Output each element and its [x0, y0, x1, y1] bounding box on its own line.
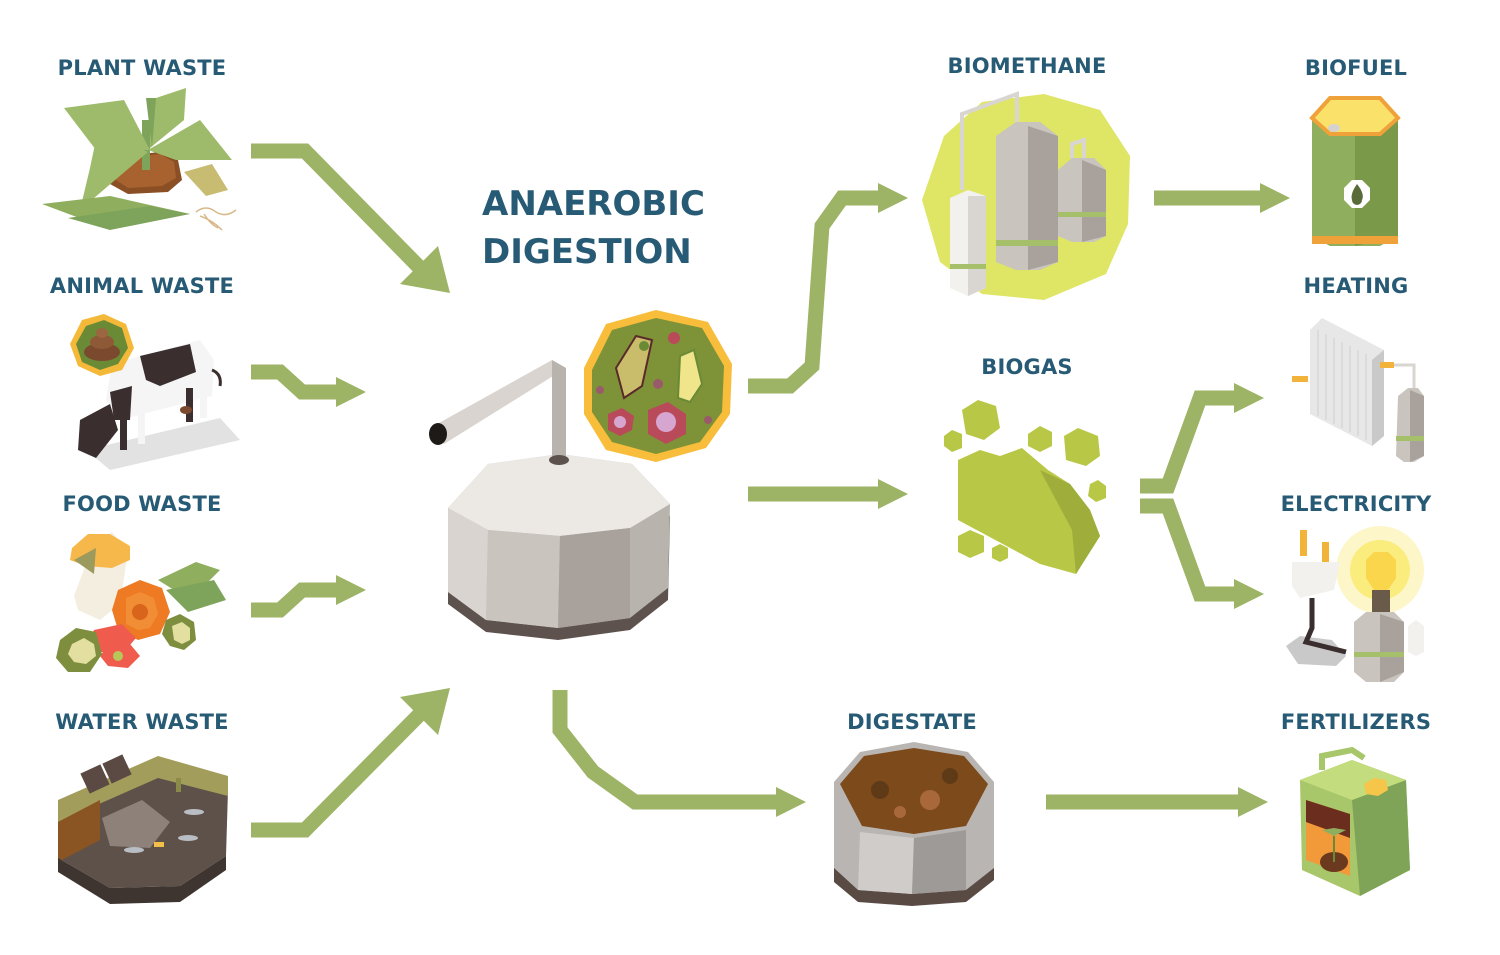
arrowhead-animal [336, 377, 366, 407]
radiator-icon [1292, 318, 1424, 462]
output-label-heating: HEATING [1303, 274, 1409, 298]
sewage-icon [58, 754, 228, 904]
digester-tank-icon [429, 360, 670, 640]
arrowhead-biofuel [1260, 183, 1290, 213]
input-label-plant-waste: PLANT WASTE [57, 56, 227, 80]
arrowhead-electricity [1234, 579, 1264, 609]
arrowhead-plant [400, 246, 450, 293]
arrowhead-water [400, 688, 450, 735]
cow-icon [70, 314, 240, 470]
arrow-biogas-to-electricity [1140, 498, 1236, 602]
arrowhead-fertilizers [1238, 787, 1268, 817]
fuel-barrel-icon [1309, 96, 1401, 246]
fertilizer-canister-icon [1300, 746, 1410, 896]
label-biogas: BIOGAS [981, 355, 1073, 379]
arrow-animal-to-digester [251, 364, 338, 400]
arrowhead-food [336, 575, 366, 605]
arrow-food-to-digester [251, 582, 338, 618]
gas-purifier-tanks-icon [922, 91, 1130, 300]
gas-cloud-icon [944, 400, 1106, 574]
title-line-1: ANAEROBIC [482, 184, 705, 224]
arrow-biogas-to-heating [1140, 390, 1236, 494]
output-label-fertilizers: FERTILIZERS [1280, 710, 1432, 734]
food-scraps-icon [56, 532, 226, 672]
arrow-digester-to-digestate [552, 690, 778, 810]
arrow-water-to-digester [251, 708, 426, 838]
title-line-2: DIGESTION [482, 232, 692, 272]
arrowhead-heating [1234, 383, 1264, 413]
input-label-water-waste: WATER WASTE [55, 710, 229, 734]
arrowhead-biomethane [878, 183, 908, 213]
label-digestate: DIGESTATE [847, 710, 977, 734]
plant-icon [42, 88, 237, 231]
output-label-electricity: ELECTRICITY [1280, 492, 1432, 516]
input-label-animal-waste: ANIMAL WASTE [49, 274, 235, 298]
flow-arrows [251, 143, 1262, 838]
arrowhead-digestate [776, 787, 806, 817]
input-label-food-waste: FOOD WASTE [62, 492, 222, 516]
output-label-biofuel: BIOFUEL [1304, 56, 1408, 80]
light-bulb-plug-icon [1286, 526, 1424, 682]
arrowhead-biogas [878, 479, 908, 509]
label-biomethane: BIOMETHANE [947, 54, 1107, 78]
bacteria-icon [584, 310, 732, 462]
arrow-heads [336, 183, 1290, 817]
page-title: ANAEROBIC DIGESTION [482, 180, 705, 276]
arrow-digester-to-biomethane [748, 190, 880, 394]
arrow-plant-to-digester [251, 143, 426, 274]
digestate-tank-icon [834, 742, 994, 906]
